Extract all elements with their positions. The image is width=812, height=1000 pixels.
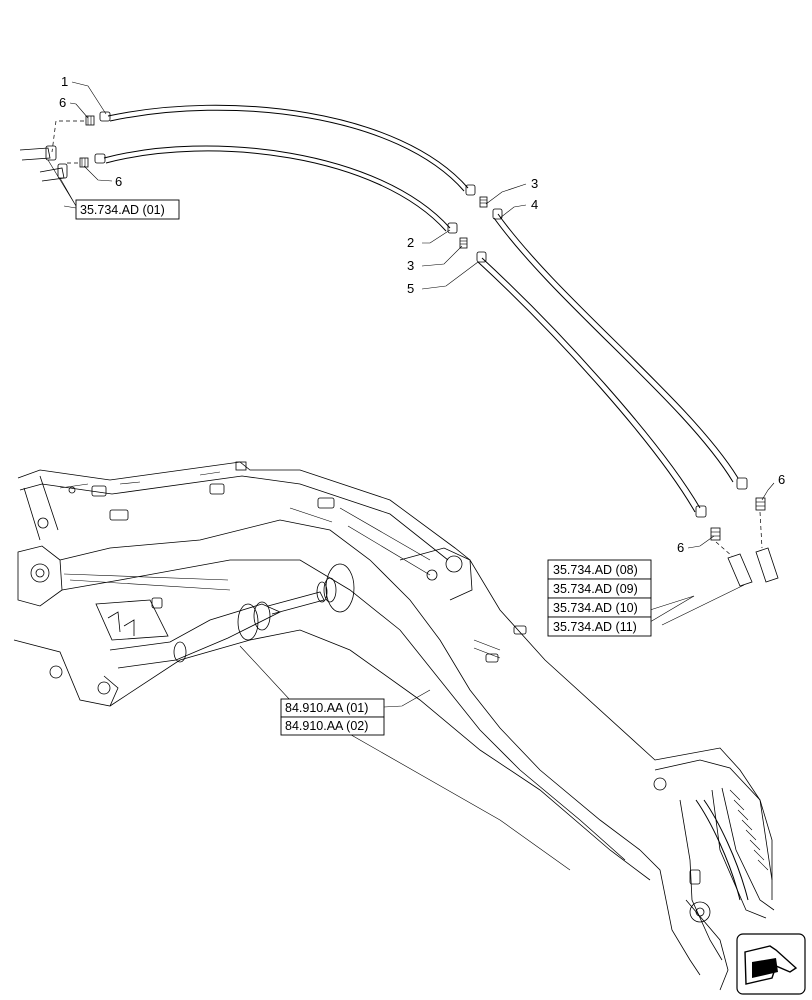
callout-3-upper: 3 [531,176,538,191]
ref-35-734-ad-11[interactable]: 35.734.AD (11) [553,620,637,634]
ref-84-910-aa-01[interactable]: 84.910.AA (01) [285,701,368,715]
callout-6-right-low: 6 [677,540,684,555]
callout-6-left: 6 [115,174,122,189]
ref-35-734-ad-09[interactable]: 35.734.AD (09) [553,582,638,596]
excavator-boom [13,461,775,991]
callout-2: 2 [407,235,414,250]
ref-35-734-ad-10[interactable]: 35.734.AD (10) [553,601,638,615]
ref-35-734-ad-01[interactable]: 35.734.AD (01) [80,203,165,217]
callout-3-lower: 3 [407,258,414,273]
reference-box-top[interactable]: 35.734.AD (01) [75,199,180,220]
navigation-arrow-icon[interactable] [736,933,806,995]
adapter-6-right [661,497,779,626]
callout-1: 1 [61,74,68,89]
hose-1 [107,104,469,192]
callout-6-right-top: 6 [778,472,785,487]
reference-box-right[interactable]: 35.734.AD (08) 35.734.AD (09) 35.734.AD … [547,559,652,637]
adapter-6-left [19,115,95,207]
ref-84-910-aa-02[interactable]: 84.910.AA (02) [285,719,368,733]
adapter-3 [459,196,488,249]
callout-labels: 1 6 6 2 3 5 3 4 6 6 [59,74,785,555]
hose-4 [493,213,739,483]
callout-5: 5 [407,281,414,296]
callout-4: 4 [531,197,538,212]
hose-2 [103,145,451,232]
callout-6-top: 6 [59,95,66,110]
hose-fittings [94,111,748,518]
ref-35-734-ad-08[interactable]: 35.734.AD (08) [553,563,638,577]
leader-lines [63,81,775,708]
reference-box-boom[interactable]: 84.910.AA (01) 84.910.AA (02) [280,698,385,736]
hose-5 [477,257,701,513]
